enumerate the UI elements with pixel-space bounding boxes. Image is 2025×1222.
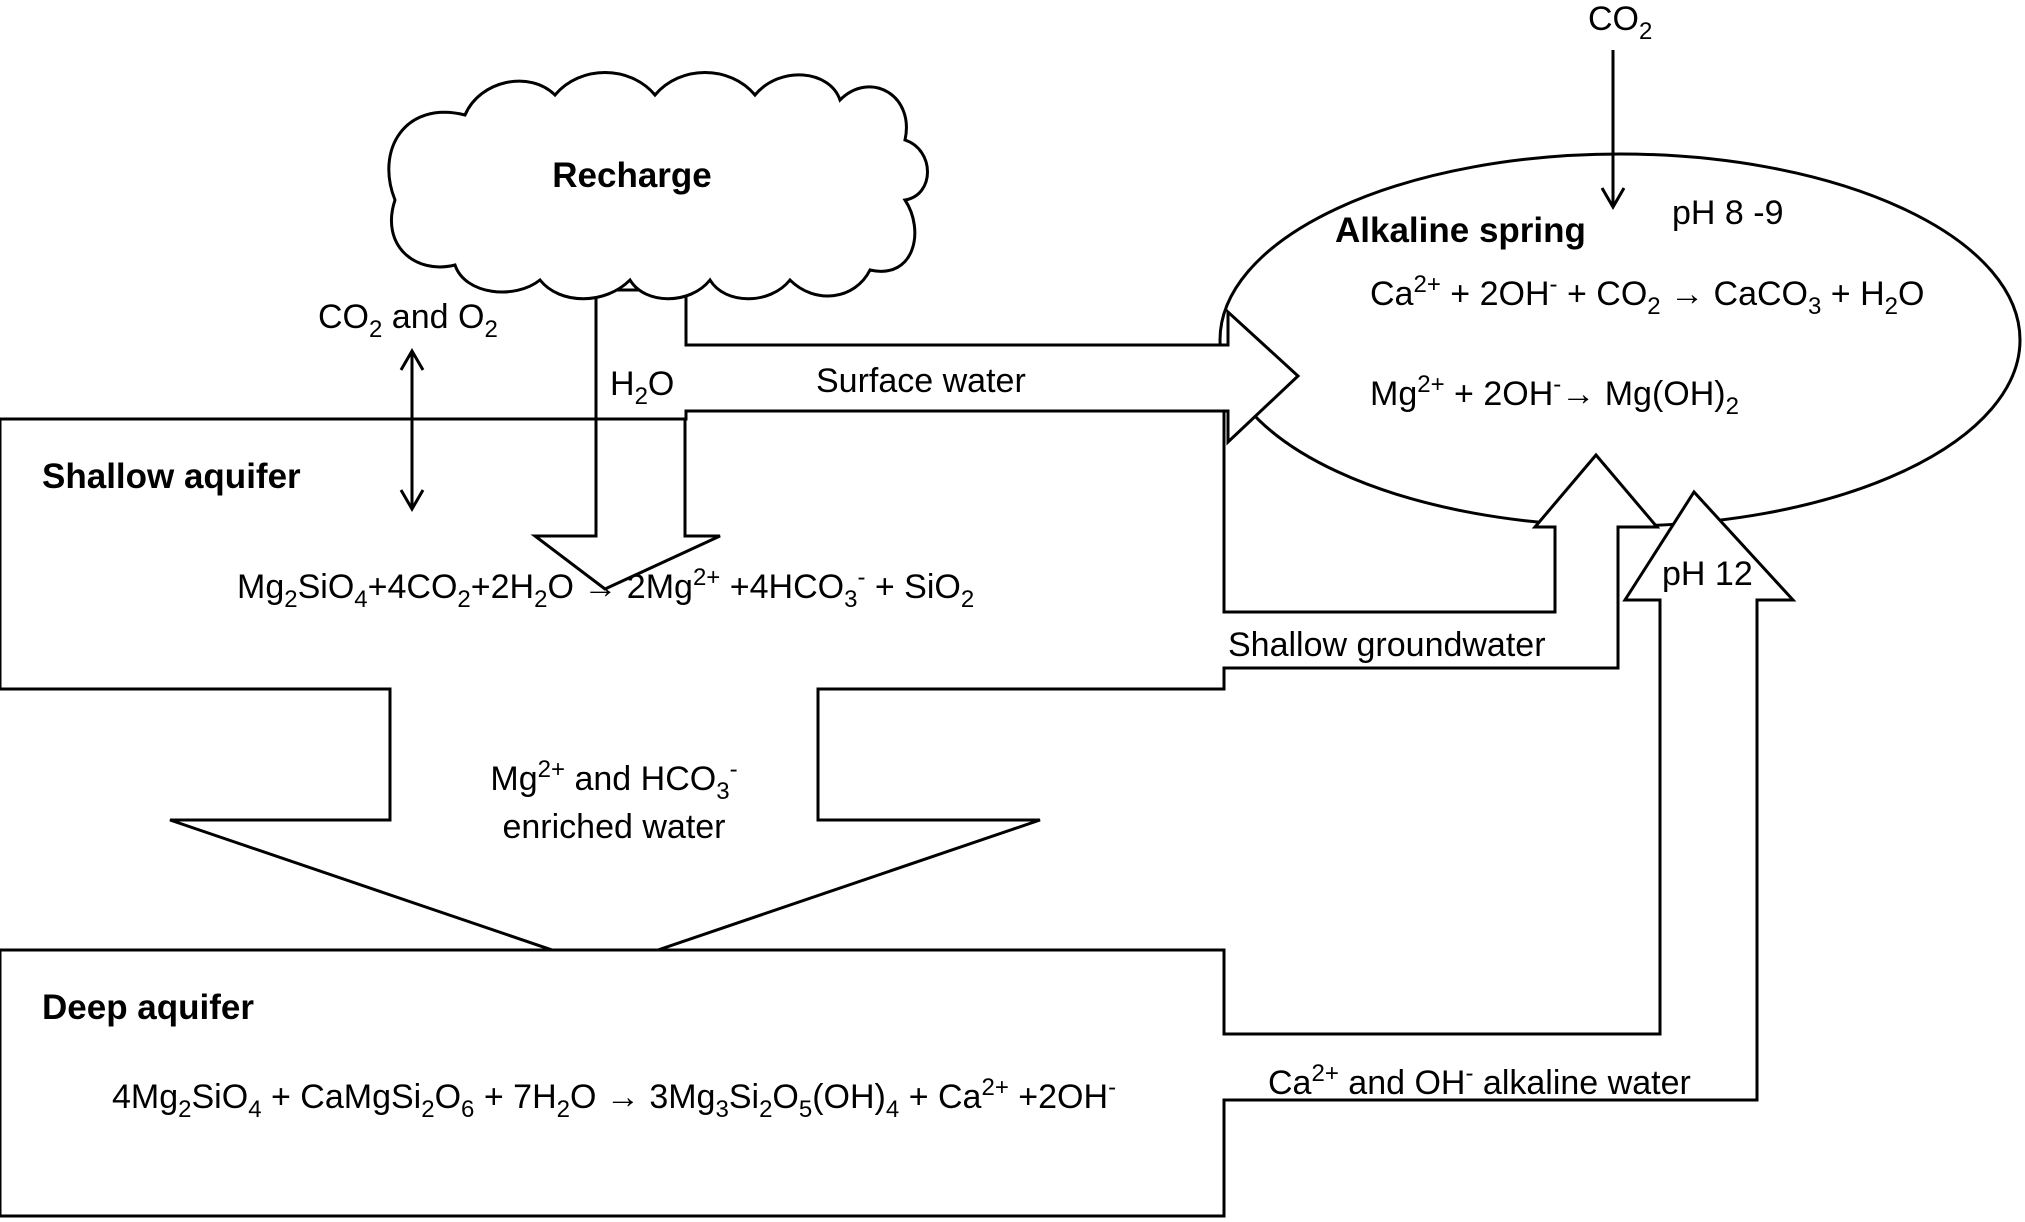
co2-top-label: CO2 xyxy=(1588,0,1652,45)
enriched-water-line1: Mg2+ and HCO3- xyxy=(490,756,737,805)
surface-water-arrow xyxy=(594,288,1301,446)
alkaline-spring-ellipse xyxy=(1218,152,2022,528)
shallow-groundwater-label: Shallow groundwater xyxy=(1228,626,1546,664)
spring-equation-calcite: Ca2+ + 2OH- + CO2 → CaCO3 + H2O xyxy=(1370,271,1924,320)
deep-aquifer-equation: 4Mg2SiO4 + CaMgSi2O6 + 7H2O → 3Mg3Si2O5(… xyxy=(112,1074,1116,1123)
surface-water-label: Surface water xyxy=(816,362,1026,400)
shallow-aquifer-title: Shallow aquifer xyxy=(42,457,301,496)
co2-input-arrow xyxy=(1600,50,1626,210)
enriched-water-line2: enriched water xyxy=(502,808,725,846)
deep-aquifer-box xyxy=(0,489,1797,1218)
alkaline-water-label: Ca2+ and OH- alkaline water xyxy=(1268,1060,1691,1102)
co2-and-o2-label: CO2 and O2 xyxy=(318,298,498,343)
spring-equation-brucite: Mg2+ + 2OH-→ Mg(OH)2 xyxy=(1370,371,1739,420)
recharge-cloud xyxy=(387,71,929,301)
alkaline-spring-title: Alkaline spring xyxy=(1335,211,1586,250)
gas-exchange-double-arrow xyxy=(399,348,425,512)
shallow-aquifer-equation: Mg2SiO4+4CO2+2H2O → 2Mg2+ +4HCO3- + SiO2 xyxy=(237,564,974,613)
recharge-label: Recharge xyxy=(552,156,712,195)
h2o-label: H2O xyxy=(610,365,674,410)
ph12-label: pH 12 xyxy=(1662,555,1753,593)
shallow-aquifer-box xyxy=(0,409,1661,970)
spring-ph-label: pH 8 -9 xyxy=(1672,194,1784,232)
deep-aquifer-title: Deep aquifer xyxy=(42,988,254,1027)
